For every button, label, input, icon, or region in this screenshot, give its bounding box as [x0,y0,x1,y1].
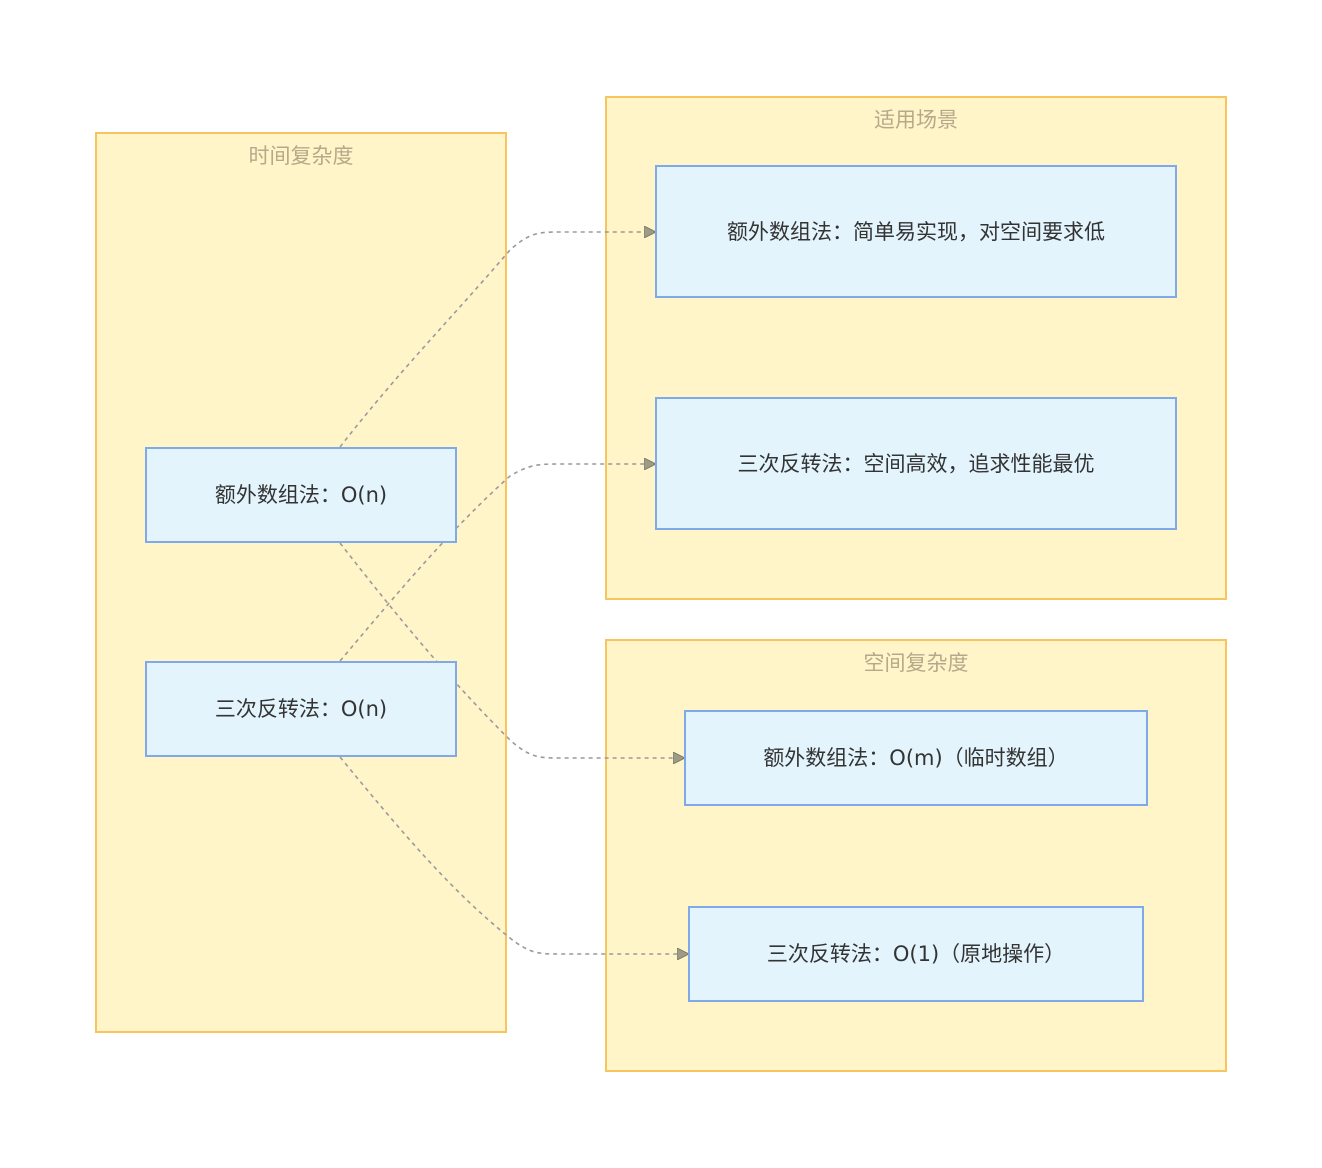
node-space-triple-reverse[interactable]: 三次反转法：O(1)（原地操作） [688,906,1144,1002]
group-title-time-complexity: 时间复杂度 [248,144,354,168]
group-space-complexity: 空间复杂度 [605,639,1227,1072]
node-label: 三次反转法：空间高效，追求性能最优 [737,451,1095,476]
node-scenario-extra-array[interactable]: 额外数组法：简单易实现，对空间要求低 [655,165,1177,298]
node-label: 三次反转法：O(n) [214,697,388,721]
group-time-complexity: 时间复杂度 [95,132,507,1033]
node-space-extra-array[interactable]: 额外数组法：O(m)（临时数组） [684,710,1148,806]
node-label: 额外数组法：O(m)（临时数组） [763,746,1069,770]
group-title-scenario: 适用场景 [874,108,958,132]
node-label: 额外数组法：简单易实现，对空间要求低 [727,219,1105,244]
node-scenario-triple-reverse[interactable]: 三次反转法：空间高效，追求性能最优 [655,397,1177,530]
node-label: 三次反转法：O(1)（原地操作） [766,942,1066,966]
node-label: 额外数组法：O(n) [214,483,388,507]
node-time-extra-array[interactable]: 额外数组法：O(n) [145,447,457,543]
node-time-triple-reverse[interactable]: 三次反转法：O(n) [145,661,457,757]
group-title-space-complexity: 空间复杂度 [863,651,969,675]
